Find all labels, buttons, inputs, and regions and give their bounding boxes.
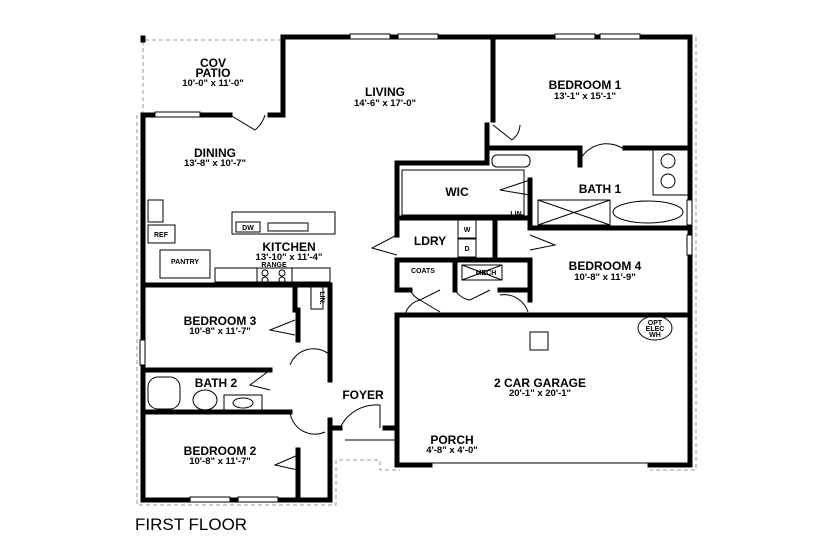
garage-dim: 20'-1" x 20'-1" xyxy=(509,388,571,399)
patio-label: PATIO xyxy=(196,66,231,80)
porch-label: PORCH xyxy=(430,433,473,447)
bath2-label: BATH 2 xyxy=(195,376,238,390)
bedroom3-dim: 10'-8" x 11'-7" xyxy=(189,326,251,337)
bedroom2-label: BEDROOM 2 xyxy=(184,444,257,458)
porch-dim: 4'-8" x 4'-0" xyxy=(426,445,478,456)
kitchen-dim: 13'-10" x 11'-4" xyxy=(256,252,323,263)
kitchen-label: KITCHEN xyxy=(262,240,315,254)
range-label: RANGE xyxy=(261,262,287,269)
bath1-label: BATH 1 xyxy=(579,182,622,196)
wic-label: WIC xyxy=(445,185,469,199)
fixtures xyxy=(147,149,689,441)
patio-dim: 10'-0" x 11'-0" xyxy=(182,78,244,89)
room-labels: COV PATIO 10'-0" x 11'-0" LIVING 14'-6" … xyxy=(182,56,641,467)
dishwasher-label: DW xyxy=(242,225,254,232)
bedroom3-label: BEDROOM 3 xyxy=(184,314,257,328)
water-heater-label: OPT xyxy=(648,320,663,327)
bedroom4-dim: 10'-8" x 11'-9" xyxy=(574,272,636,283)
living-dim: 14'-6" x 17'-0" xyxy=(354,98,416,109)
floor-title: FIRST FLOOR xyxy=(135,515,247,534)
coats-label: COATS xyxy=(411,268,435,275)
ldry-label: LDRY xyxy=(414,234,446,248)
patio-label: COV xyxy=(200,56,226,70)
windows xyxy=(139,33,693,503)
refrigerator-label: REF xyxy=(154,232,169,239)
bedroom4-label: BEDROOM 4 xyxy=(569,259,642,273)
fixture-labels: DW REF PANTRY RANGE COATS MECH LIN. LIN.… xyxy=(154,211,664,339)
bedroom1-dim: 13'-1" x 15'-1" xyxy=(554,91,616,102)
bedroom1-label: BEDROOM 1 xyxy=(549,78,622,92)
water-heater-label: WH xyxy=(649,332,661,339)
bedroom2-dim: 10'-8" x 11'-7" xyxy=(189,456,251,467)
dryer-label: D xyxy=(464,246,469,253)
water-heater-label: ELEC xyxy=(646,326,665,333)
dining-dim: 13'-8" x 10'-7" xyxy=(184,158,246,169)
pantry-label: PANTRY xyxy=(171,259,199,266)
mech-label: MECH xyxy=(476,270,497,277)
exterior-outline xyxy=(136,37,697,506)
dining-label: DINING xyxy=(194,146,236,160)
linen-label: LIN. xyxy=(510,211,523,218)
washer-label: W xyxy=(464,227,471,234)
linen-label-hall: LIN. xyxy=(318,291,325,304)
living-label: LIVING xyxy=(365,85,405,99)
foyer-label: FOYER xyxy=(342,388,384,402)
doors xyxy=(229,114,626,471)
garage-label: 2 CAR GARAGE xyxy=(494,376,586,390)
